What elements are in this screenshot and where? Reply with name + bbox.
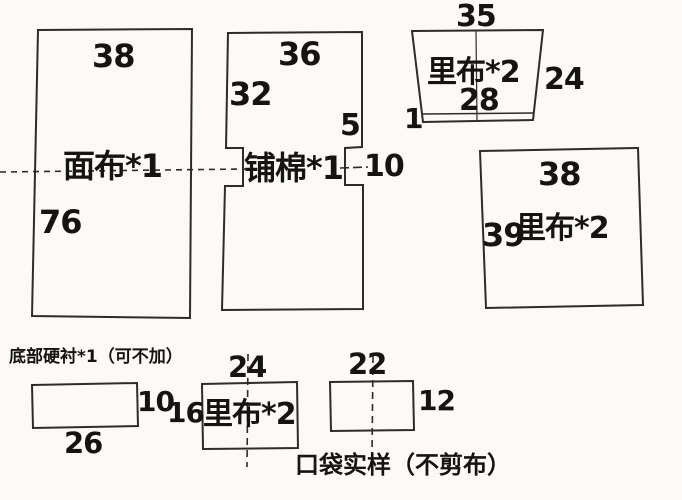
lining-side-label: 里布*2 xyxy=(516,211,610,246)
base-interfacing-width-dim: 26 xyxy=(64,426,103,460)
lining-top-label: 里布*2 xyxy=(427,55,521,90)
batting-notch-width-dim: 10 xyxy=(364,149,405,184)
base-interfacing-outline xyxy=(30,381,140,430)
lining-side-outline xyxy=(478,146,645,310)
batting-width-dim: 36 xyxy=(278,35,322,73)
lining-small-label: 里布*2 xyxy=(203,397,297,432)
lining-side-width-dim: 38 xyxy=(538,155,582,193)
lining-top-outline xyxy=(410,28,545,124)
main-fabric-label: 面布*1 xyxy=(63,147,163,185)
lining-top-strip-dim: 1 xyxy=(404,102,424,135)
lining-top-bottom-width-dim: 28 xyxy=(459,83,500,118)
lining-small-height-dim: 16 xyxy=(167,396,205,429)
main-fabric-width-dim: 38 xyxy=(92,37,136,75)
fold-dashed-line-horizontal xyxy=(0,168,247,173)
pocket-caption: 口袋实样（不剪布） xyxy=(295,451,511,479)
lining-side-height-dim: 39 xyxy=(482,216,526,254)
lining-small-outline xyxy=(200,380,300,451)
base-interfacing-caption: 底部硬衬*1（可不加） xyxy=(9,347,183,367)
pocket-width-dim: 22 xyxy=(348,347,387,381)
lining-small-width-dim: 24 xyxy=(228,350,267,384)
lining-top-height-dim: 24 xyxy=(544,62,585,97)
lining-top-width-dim: 35 xyxy=(456,0,497,34)
base-interfacing-height-dim: 10 xyxy=(137,385,175,418)
batting-label: 铺棉*1 xyxy=(244,149,344,187)
batting-notch-depth-dim: 5 xyxy=(340,108,361,143)
lining-top-center-line xyxy=(475,30,478,121)
pocket-outline xyxy=(328,379,416,433)
fold-dashed-line-lining-small xyxy=(246,353,249,468)
batting-height-dim: 32 xyxy=(229,75,273,113)
fold-dashed-line-pocket xyxy=(371,355,374,457)
lining-top-strip-line xyxy=(422,112,534,115)
pocket-height-dim: 12 xyxy=(418,384,456,417)
main-fabric-height-dim: 76 xyxy=(39,203,83,241)
batting-outline xyxy=(220,30,364,312)
main-fabric-outline xyxy=(30,27,194,320)
